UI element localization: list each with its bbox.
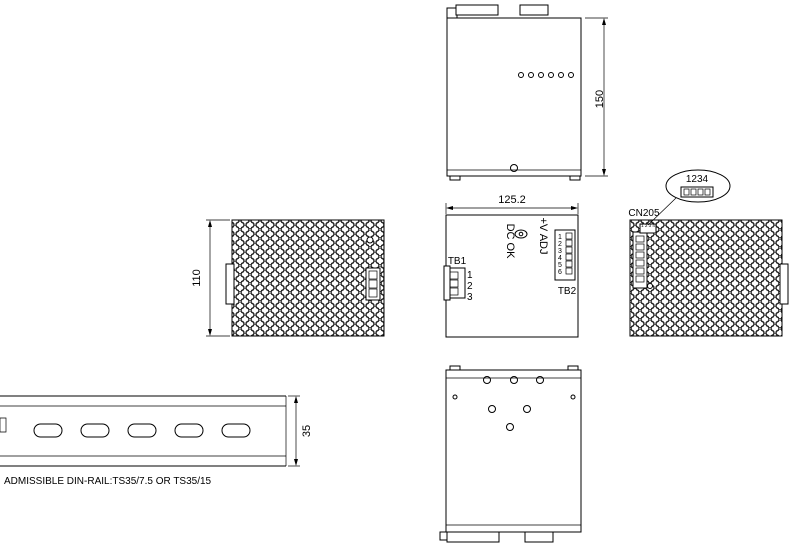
din-rail-note: ADMISSIBLE DIN-RAIL:TS35/7.5 OR TS35/15 — [4, 476, 212, 487]
tb2-pin-label: 1 — [558, 234, 562, 241]
vadj-label: +V ADJ — [537, 218, 549, 255]
front-view-body — [445, 214, 579, 338]
tb1-pin-label: 3 — [467, 292, 473, 303]
left-side-view — [206, 219, 385, 337]
tb2-pin-label: 3 — [558, 248, 562, 255]
bottom-clip-tab-right — [524, 531, 554, 543]
front-view — [443, 203, 579, 338]
dim-label-rail-height: 35 — [301, 425, 313, 437]
tb1-pin-label: 2 — [467, 281, 473, 292]
top-screw-icon — [510, 164, 518, 172]
vadj-potentiometer-icon — [514, 229, 528, 239]
top-led-row — [518, 72, 574, 78]
bottom-screw-holes — [452, 376, 576, 431]
left-screw-icon — [366, 236, 374, 244]
cn205-callout-bubble — [665, 169, 731, 203]
tb2-pin-label: 2 — [558, 241, 562, 248]
left-side-terminal — [365, 267, 381, 301]
dim-label-height-top: 150 — [594, 90, 606, 108]
din-rail-slots — [33, 423, 251, 438]
dim-label-height-side: 110 — [191, 269, 203, 287]
tb1-pin-label: 1 — [467, 270, 473, 281]
top-view — [446, 4, 608, 181]
dim-label-width-front: 125.2 — [498, 194, 526, 206]
tb2-pin-label: 6 — [558, 269, 562, 276]
tb2-pin-label: 4 — [558, 255, 562, 262]
tb1-label: TB1 — [448, 256, 467, 267]
tb2-terminal-block — [554, 229, 576, 281]
left-din-clip — [225, 263, 235, 305]
bottom-view-body — [445, 369, 582, 533]
cn205-callout-pins: 1234 — [686, 174, 709, 185]
bottom-view — [439, 365, 582, 543]
cn205-connector — [639, 223, 657, 234]
tb2-pin-label: 5 — [558, 262, 562, 269]
dc-ok-label: DC OK — [504, 224, 516, 260]
cn205-label: CN205 — [628, 208, 660, 219]
din-rail — [0, 395, 300, 467]
right-side-view — [629, 169, 789, 337]
cn205-callout-connector — [680, 186, 714, 198]
tb2-label: TB2 — [558, 286, 577, 297]
top-view-body — [446, 17, 582, 177]
top-clip-tab-right — [519, 4, 549, 16]
top-foot-right — [569, 175, 581, 181]
top-foot-left — [449, 175, 461, 181]
right-din-clip — [779, 263, 789, 305]
top-clip-tab-left — [455, 4, 499, 16]
bottom-clip-tab-left — [446, 531, 500, 543]
cn205-small-pins: 1 2 3 4 — [641, 223, 655, 228]
